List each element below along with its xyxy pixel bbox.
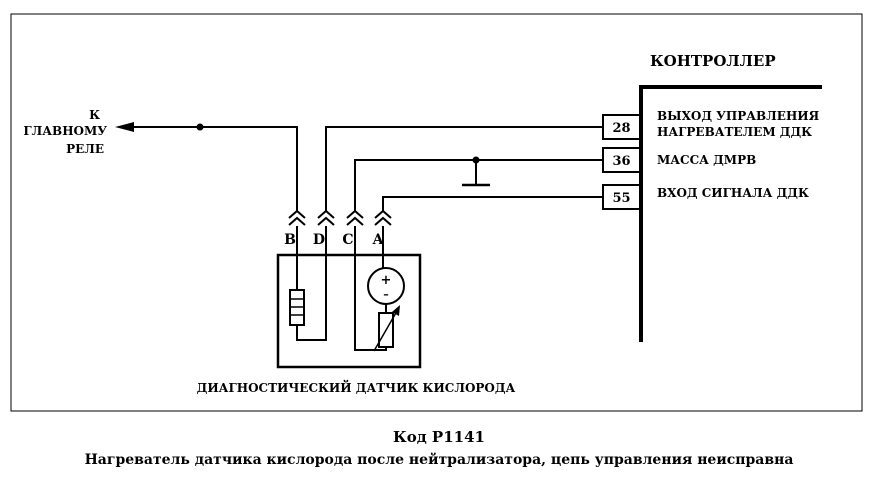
relay-label-line2: ГЛАВНОМУ (23, 124, 107, 138)
wire-c-pin36 (354, 159, 603, 212)
pin-36-label: МАССА ДМРВ (657, 153, 756, 167)
sensor-label: ДИАГНОСТИЧЕСКИЙ ДАТЧИК КИСЛОРОДА (197, 379, 516, 395)
chevron-b-icon (288, 209, 306, 219)
sensing-cell-plus: + (381, 273, 392, 288)
variable-resistor-arrow-line (373, 310, 398, 352)
chevron-a-icon-lower (374, 216, 392, 226)
connector-chevrons (288, 209, 392, 226)
pin-36-number: 36 (612, 154, 630, 169)
connector-pin-a: A (372, 232, 385, 248)
wire-b-relay (132, 126, 298, 212)
pin-28-number: 28 (612, 121, 630, 136)
pin-55-number: 55 (612, 191, 630, 206)
sensor-housing (276, 253, 422, 369)
controller-title: КОНТРОЛЛЕР (650, 52, 776, 70)
sensing-cell-minus: – (383, 288, 389, 301)
relay-label-line3: РЕЛЕ (66, 142, 104, 156)
chevron-d-icon (317, 209, 335, 219)
pin-28-label-line1: ВЫХОД УПРАВЛЕНИЯ (657, 109, 820, 123)
ground-junction-dot (472, 156, 480, 164)
pin-55-label: ВХОД СИГНАЛА ДДК (657, 186, 809, 200)
relay-arrow-head (115, 122, 134, 132)
wires (132, 126, 603, 351)
caption-title: Код P1141 (393, 428, 485, 446)
chevron-c-icon-lower (346, 216, 364, 226)
connector-pin-b: B (284, 232, 296, 248)
relay-label-line1: К (89, 108, 100, 122)
wire-d-inside (296, 226, 327, 341)
pin-28-label-line2: НАГРЕВАТЕЛЕМ ДДК (657, 125, 812, 139)
chevron-c-icon (346, 209, 364, 219)
controller-outline (639, 85, 822, 342)
wire-a-pin55 (382, 196, 603, 212)
sensing-cell-icon (367, 267, 405, 305)
wire-d-pin28 (325, 126, 603, 212)
connector-pin-c: C (342, 232, 353, 248)
chevron-b-icon-lower (288, 216, 306, 226)
pin-28-box (602, 114, 641, 140)
chevron-d-icon-lower (317, 216, 335, 226)
connector-pin-d: D (313, 232, 325, 248)
chevron-a-icon (374, 209, 392, 219)
caption-subtitle: Нагреватель датчика кислорода после нейт… (84, 452, 794, 468)
diagram-frame (10, 13, 863, 412)
variable-resistor-arrow-head (392, 305, 400, 316)
relay-junction-dot (196, 123, 204, 131)
wire-c-inside (354, 226, 387, 351)
